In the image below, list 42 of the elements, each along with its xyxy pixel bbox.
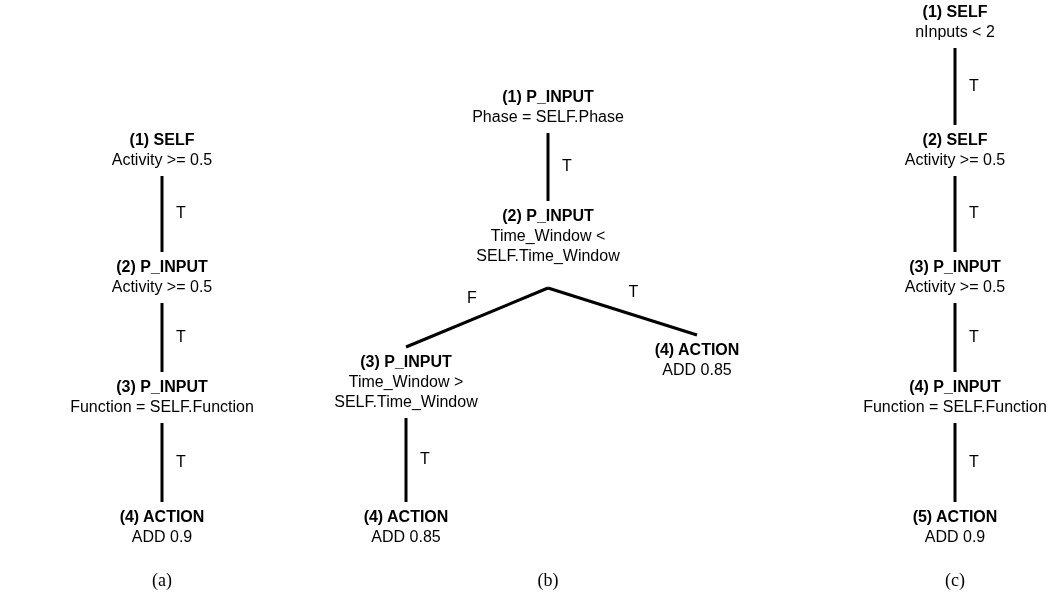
node-heading: (4) ACTION	[654, 340, 740, 360]
node-heading: (2) P_INPUT	[115, 257, 209, 277]
connector-line	[160, 303, 164, 372]
node-heading: (3) P_INPUT	[115, 377, 209, 397]
node-condition: Time_Window < SELF.Time_Window	[475, 226, 621, 266]
node-heading: (1) P_INPUT	[501, 87, 595, 107]
connector-line	[160, 423, 164, 502]
node-heading: (4) ACTION	[363, 507, 449, 527]
node-heading: (5) ACTION	[912, 507, 998, 527]
connector-line	[547, 286, 698, 337]
connector-line	[953, 303, 957, 372]
connector-line	[953, 176, 957, 252]
node-condition: ADD 0.9	[923, 527, 987, 547]
connector-line	[404, 418, 408, 502]
subfigure-caption: (c)	[945, 569, 965, 592]
connector-line	[953, 423, 957, 502]
node-condition: Time_Window > SELF.Time_Window	[333, 372, 479, 412]
node-heading: (3) P_INPUT	[908, 257, 1002, 277]
subfigure-caption: (b)	[537, 569, 559, 592]
node-condition: ADD 0.9	[130, 527, 194, 547]
node-condition: Activity >= 0.5	[904, 277, 1006, 297]
node-condition: nInputs < 2	[915, 22, 995, 42]
node-condition: Activity >= 0.5	[904, 150, 1006, 170]
node-condition: Phase = SELF.Phase	[472, 107, 624, 127]
node-heading: (2) SELF	[921, 130, 989, 150]
node-condition: Activity >= 0.5	[111, 277, 213, 297]
node-heading: (4) P_INPUT	[908, 377, 1002, 397]
node-heading: (2) P_INPUT	[501, 206, 595, 226]
node-heading: (3) P_INPUT	[359, 352, 453, 372]
node-condition: Activity >= 0.5	[111, 150, 213, 170]
connector-line	[160, 176, 164, 252]
node-heading: (4) ACTION	[119, 507, 205, 527]
connector-line	[546, 133, 550, 201]
node-heading: (1) SELF	[128, 130, 196, 150]
node-condition: ADD 0.85	[370, 527, 442, 547]
node-heading: (1) SELF	[921, 2, 989, 22]
connector-line	[405, 286, 549, 349]
node-condition: Function = SELF.Function	[863, 397, 1047, 417]
subfigure-caption: (a)	[152, 569, 172, 592]
node-condition: ADD 0.85	[661, 360, 733, 380]
node-condition: Function = SELF.Function	[70, 397, 254, 417]
connector-line	[953, 48, 957, 125]
